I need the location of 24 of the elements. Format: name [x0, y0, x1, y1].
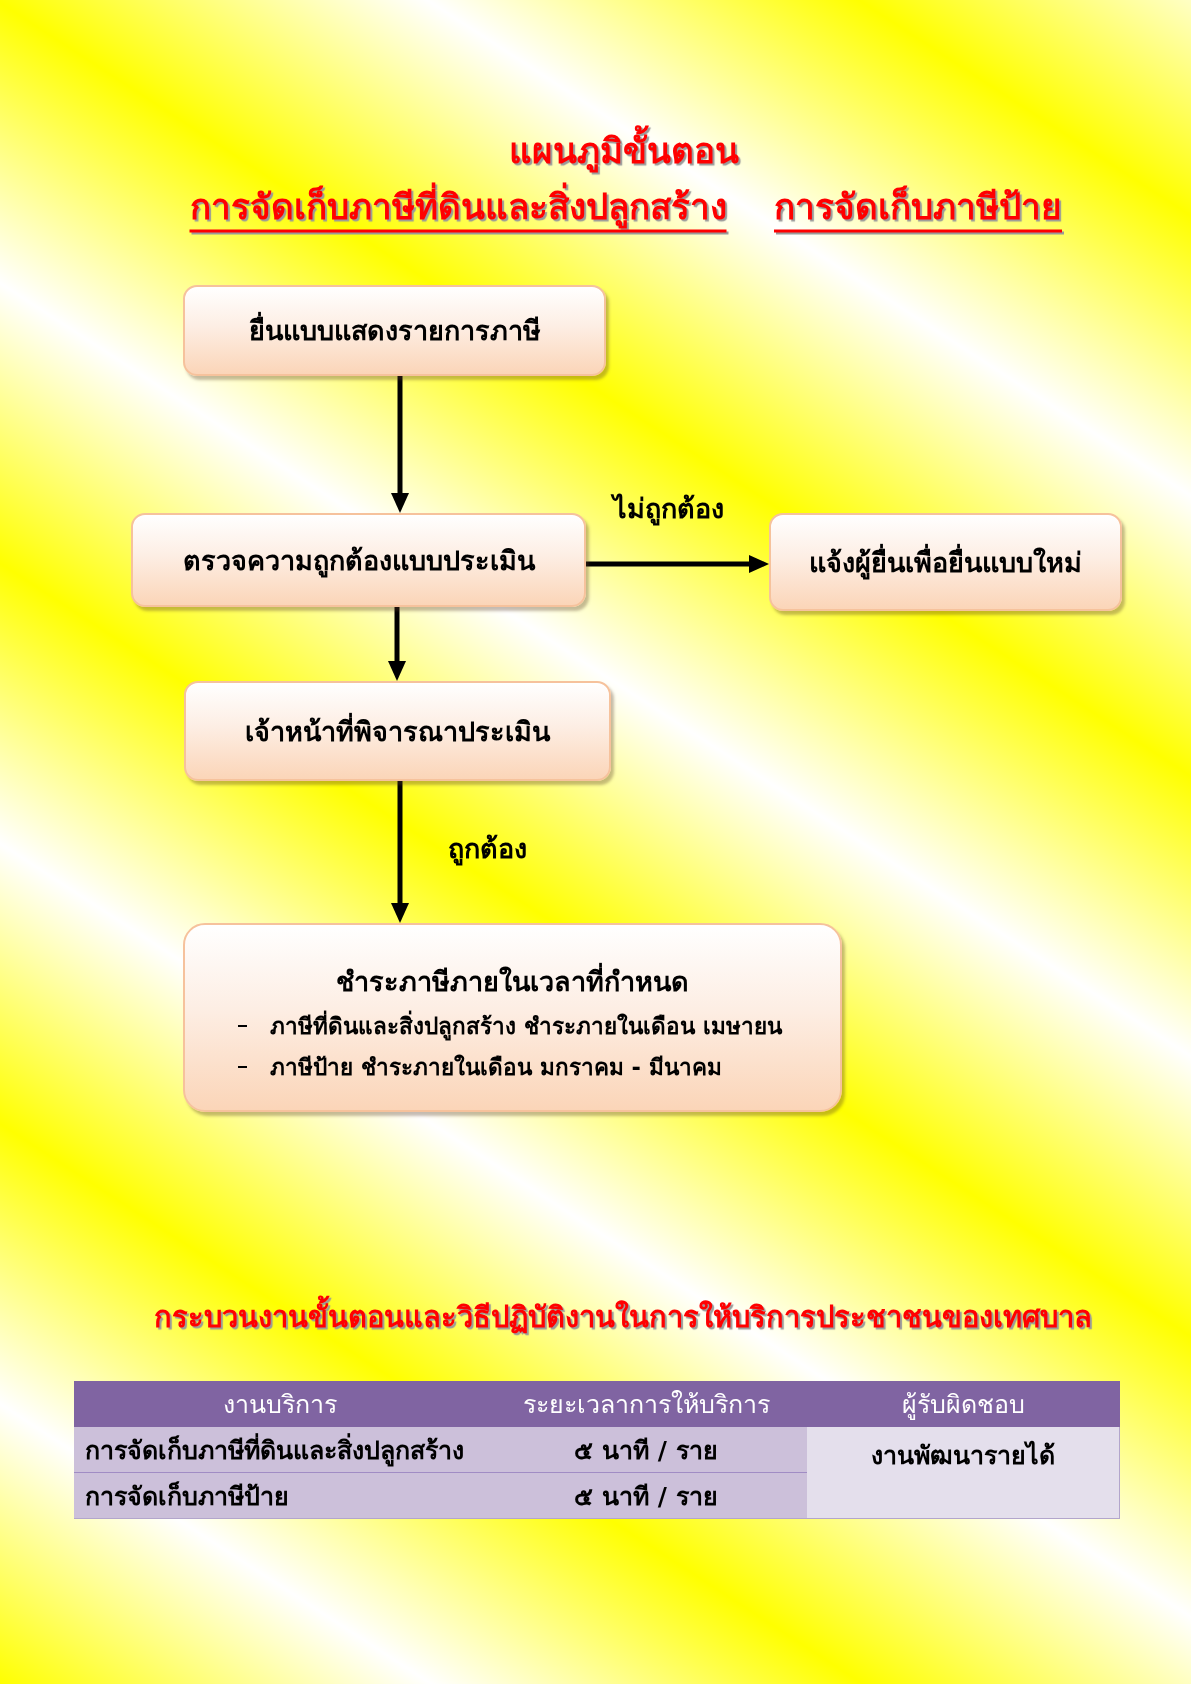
- table-header-cell: ระยะเวลาการให้บริการ: [485, 1381, 807, 1427]
- arrow: [391, 781, 409, 923]
- arrow: [388, 607, 406, 681]
- process-box: ตรวจความถูกต้องแบบประเมิน: [131, 513, 586, 607]
- edge-label: ถูกต้อง: [448, 831, 527, 868]
- table-cell: ๕ นาที / ราย: [485, 1473, 807, 1519]
- box-heading: ชำระภาษีภายในเวลาที่กำหนด: [336, 962, 689, 999]
- process-box: [183, 923, 842, 1112]
- table-cell: การจัดเก็บภาษีที่ดินและสิ่งปลูกสร้าง: [74, 1427, 485, 1473]
- list-item-text: ภาษีป้าย ชำระภายในเดือน มกราคม - มีนาคม: [270, 1053, 722, 1082]
- process-box: แจ้งผู้ยื่นเพื่อยื่นแบบใหม่: [769, 513, 1122, 611]
- table-header-cell: ผู้รับผิดชอบ: [807, 1381, 1120, 1427]
- arrow: [391, 376, 409, 513]
- arrow: [586, 555, 769, 573]
- process-box: เจ้าหน้าที่พิจารณาประเมิน: [184, 681, 611, 781]
- table-header-cell: งานบริการ: [74, 1381, 485, 1427]
- table-cell: การจัดเก็บภาษีป้าย: [74, 1473, 485, 1519]
- table-heading: กระบวนงานขั้นตอนและวิธีปฏิบัติงานในการให้บริการประชาชนของเทศบาล: [154, 1294, 1092, 1340]
- process-box: ยื่นแบบแสดงรายการภาษี: [183, 285, 606, 376]
- title: แผนภูมิขั้นตอน: [509, 122, 739, 178]
- edge-label: ไม่ถูกต้อง: [612, 491, 724, 528]
- table-cell: งานพัฒนารายได้: [807, 1427, 1120, 1519]
- list-item-text: ภาษีที่ดินและสิ่งปลูกสร้าง ชำระภายในเดือน เมษายน: [270, 1008, 782, 1044]
- table-cell: ๕ นาที / ราย: [485, 1427, 807, 1473]
